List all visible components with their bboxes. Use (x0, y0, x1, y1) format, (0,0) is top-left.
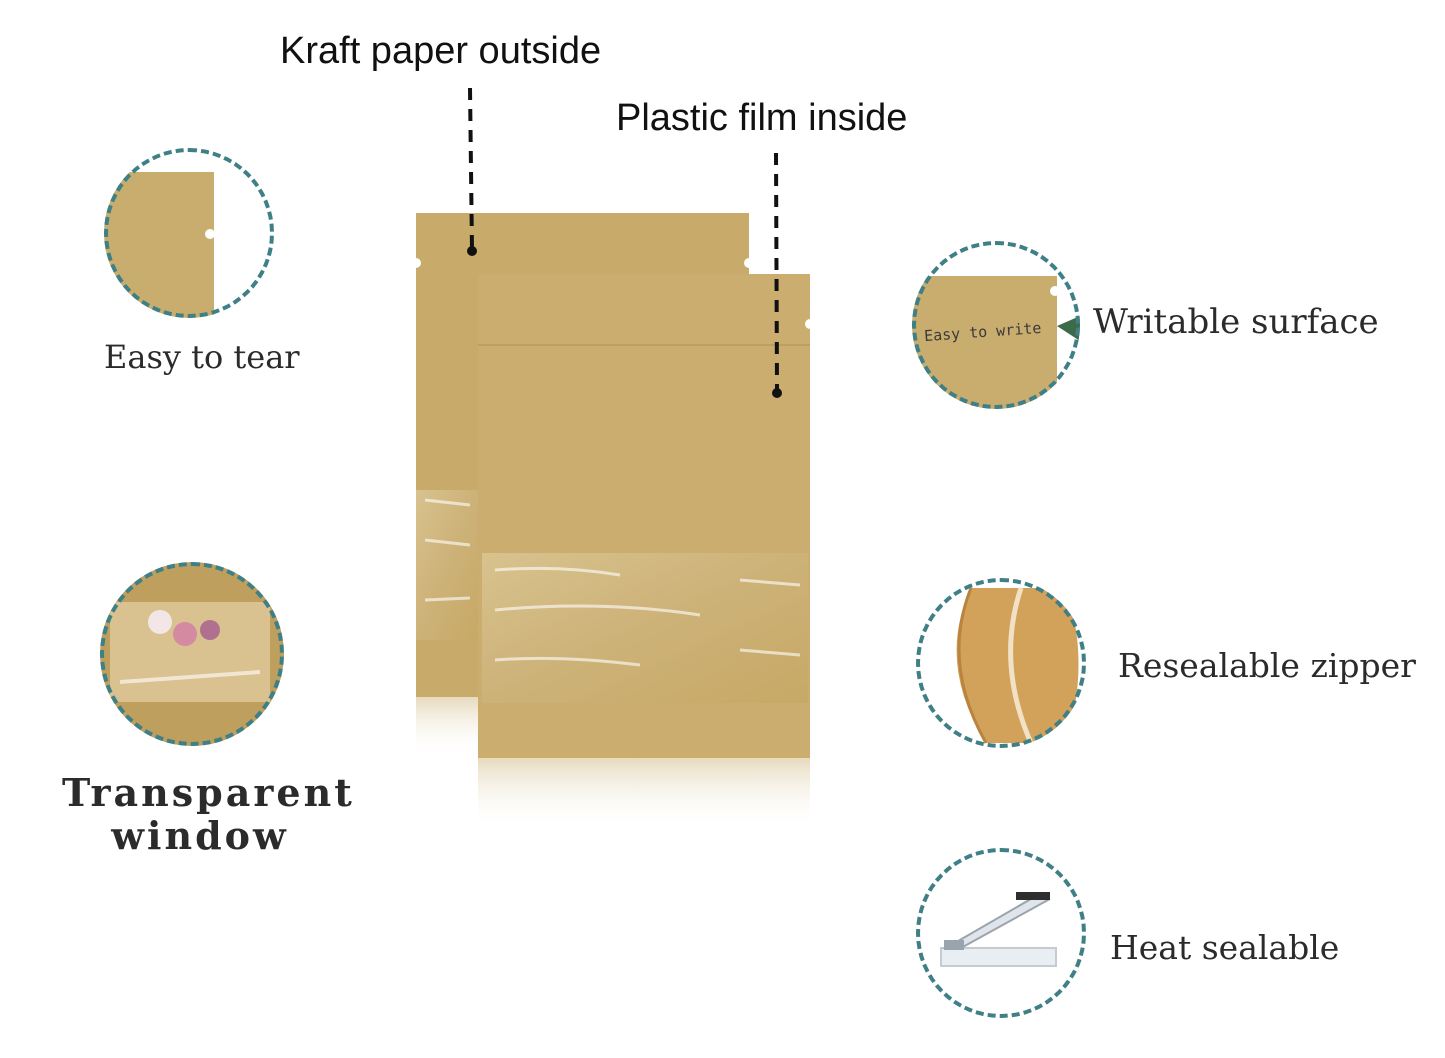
front-bag (478, 274, 815, 828)
kraft-outside-label: Kraft paper outside (280, 30, 602, 72)
easy-to-tear-label: Easy to tear (104, 338, 300, 376)
window-label: window (111, 813, 289, 858)
writable-ring (912, 241, 1080, 409)
transparent-label: Transparent (62, 770, 355, 815)
tear-ring (104, 148, 274, 318)
resealable-zipper-label: Resealable zipper (1118, 646, 1416, 685)
zipper-ring (916, 578, 1086, 748)
window-ring (100, 562, 284, 746)
writable-surface-label: Writable surface (1093, 302, 1379, 342)
plastic-inside-label: Plastic film inside (616, 97, 908, 139)
heat-sealable-label: Heat sealable (1110, 928, 1340, 967)
sealer-ring (916, 848, 1086, 1018)
